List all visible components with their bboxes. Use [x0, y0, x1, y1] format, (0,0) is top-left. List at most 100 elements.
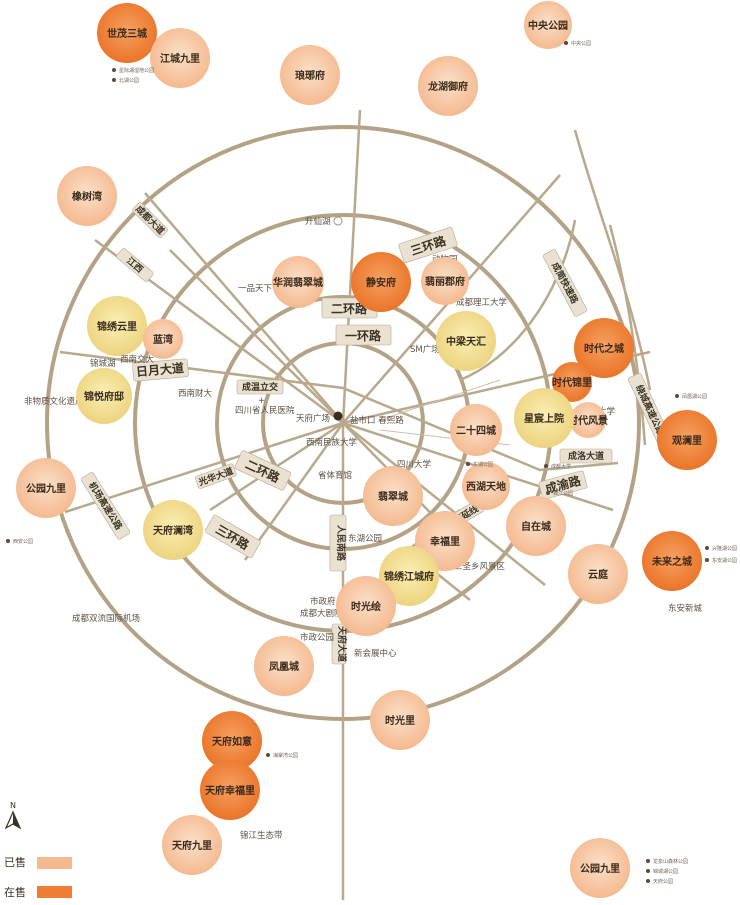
- prop-yunhe[interactable]: 二十四城: [450, 404, 502, 456]
- svg-text:静安府: 静安府: [366, 276, 396, 289]
- park-label: 龙泉山森林公园: [653, 858, 688, 865]
- svg-text:时代之城: 时代之城: [584, 342, 624, 355]
- prop-baizai[interactable]: 自在城: [506, 496, 566, 556]
- prop-shiguang[interactable]: 时光绘: [336, 576, 396, 636]
- poi-sheng-ty: 省体育馆: [318, 470, 352, 481]
- road-label-tianfu: 天府大道: [331, 623, 348, 665]
- park-label: 成都大学: [551, 463, 571, 470]
- road-label-ring3-left: 三环路: [204, 514, 261, 559]
- svg-text:中央公园: 中央公园: [528, 19, 568, 32]
- prop-longhu[interactable]: 龙湖御府: [418, 56, 478, 116]
- park-label: 北湖公园: [119, 77, 139, 84]
- prop-jiangchengjiuli[interactable]: 江城九里: [150, 28, 210, 88]
- svg-text:锦悦府邸: 锦悦府邸: [84, 390, 124, 403]
- legend: 已售 在售: [4, 855, 72, 899]
- svg-text:机场高速公路: 机场高速公路: [86, 480, 125, 533]
- prop-shijing[interactable]: 世茂三城: [97, 3, 157, 63]
- svg-text:橡树湾: 橡树湾: [72, 190, 102, 203]
- poi-xinan-mz: 西南民族大学: [306, 437, 358, 448]
- prop-jinlin[interactable]: 锦绣江城府: [379, 546, 439, 606]
- poi-feiyi: 非物质文化遗产国家公园: [24, 396, 118, 407]
- poi-jinjiang: 锦城湖: [90, 358, 116, 369]
- park-label: 凤凰湖公园: [682, 393, 707, 400]
- svg-text:成都大道: 成都大道: [133, 203, 167, 237]
- prop-shidai-sq[interactable]: 时代风景: [568, 402, 608, 438]
- poi-eco: 锦江生态带: [240, 830, 283, 841]
- prop-mingshuwan[interactable]: 橡树湾: [57, 166, 117, 226]
- prop-guanli[interactable]: 观澜里: [657, 410, 717, 470]
- poi-shizhengfu: 市政府: [310, 596, 336, 607]
- svg-text:天府澜湾: 天府澜湾: [153, 524, 193, 537]
- svg-text:时光绘: 时光绘: [351, 600, 381, 613]
- svg-text:世茂三城: 世茂三城: [107, 27, 147, 40]
- svg-text:人民南路: 人民南路: [335, 524, 347, 562]
- prop-hualuo[interactable]: 华润翡翠城: [272, 256, 324, 308]
- road-label-chengluo: 成洛大道: [559, 448, 613, 464]
- prop-tianfu-sh[interactable]: 天府澜湾: [143, 500, 203, 560]
- prop-yipin[interactable]: 翡丽郡府: [421, 257, 469, 305]
- poi-sansheng: 三圣乡风景区: [454, 562, 506, 572]
- prop-langyafu[interactable]: 琅琊府: [280, 45, 340, 105]
- poi-shizheng-park: 市政公园: [300, 632, 334, 643]
- svg-text:成洛大道: 成洛大道: [568, 450, 604, 462]
- svg-text:翡翠城: 翡翠城: [378, 490, 408, 503]
- prop-lanwan[interactable]: 蓝湾: [143, 319, 183, 359]
- svg-text:翡丽郡府: 翡丽郡府: [425, 275, 465, 288]
- road-label-ring1: 一环路: [335, 324, 392, 346]
- svg-text:华润翡翠城: 华润翡翠城: [273, 276, 323, 289]
- legend-onsale-label: 在售: [4, 885, 26, 899]
- svg-text:时光里: 时光里: [385, 714, 415, 727]
- poi-donghu: 东湖公园: [348, 533, 382, 544]
- prop-fengjing[interactable]: 凤凰城: [254, 636, 314, 696]
- park-label: 中央公园: [571, 40, 591, 47]
- svg-text:西湖天地: 西湖天地: [466, 480, 506, 493]
- legend-sold-swatch: [37, 857, 72, 869]
- svg-text:江城九里: 江城九里: [160, 52, 200, 65]
- svg-text:时代锦里: 时代锦里: [552, 376, 592, 389]
- prop-xinlan[interactable]: 西湖天地: [462, 462, 510, 510]
- poi-airport: 成都双流国际机场: [72, 613, 140, 624]
- prop-yunting[interactable]: 云庭: [568, 544, 628, 604]
- prop-weilai[interactable]: 未来之城: [642, 531, 702, 591]
- prop-feicui[interactable]: 翡翠城: [363, 466, 423, 526]
- svg-text:公园九里: 公园九里: [26, 482, 66, 495]
- prop-eternal[interactable]: 星宸上院: [514, 388, 574, 448]
- prop-gongyuan9[interactable]: 公园九里: [16, 458, 76, 518]
- lake-icon: [333, 216, 343, 226]
- prop-shidai[interactable]: 时代之城: [574, 318, 634, 378]
- prop-zhongyang[interactable]: 中央公园: [524, 1, 572, 49]
- svg-text:天府幸福里: 天府幸福里: [205, 784, 255, 797]
- svg-text:天府九里: 天府九里: [172, 839, 212, 852]
- svg-text:时代风景: 时代风景: [568, 414, 608, 427]
- svg-text:琅琊府: 琅琊府: [295, 69, 325, 82]
- park-label: 锦城湖公园: [653, 868, 678, 875]
- prop-jingan[interactable]: 静安府: [351, 252, 411, 312]
- svg-text:锦绣云里: 锦绣云里: [97, 320, 137, 333]
- prop-shidai-small[interactable]: 时代锦里: [552, 362, 592, 402]
- prop-jinxiu[interactable]: 锦绣云里: [87, 296, 147, 356]
- road-label-renmin: 人民南路: [329, 514, 347, 572]
- svg-text:锦绣江城府: 锦绣江城府: [384, 570, 434, 583]
- prop-shiguangli[interactable]: 时光里: [370, 690, 430, 750]
- prop-tianfu-ls[interactable]: 天府如意: [202, 711, 262, 771]
- poi-dongan: 东安新城: [668, 603, 703, 614]
- svg-text:日月大道: 日月大道: [135, 360, 184, 379]
- prop-gongyuan9b[interactable]: 公园九里: [570, 838, 630, 898]
- park-label: 东安湖公园: [712, 557, 737, 564]
- svg-text:观澜里: 观澜里: [672, 434, 702, 447]
- prop-tianfu-land[interactable]: 天府九里: [162, 815, 222, 875]
- svg-text:天府大道: 天府大道: [336, 626, 348, 662]
- prop-tianfu-jl[interactable]: 天府幸福里: [200, 760, 260, 820]
- prop-jinyuefu[interactable]: 锦悦府邸: [76, 368, 132, 424]
- park-label: 西安公园: [13, 538, 33, 545]
- road-label-west2: 江西: [116, 248, 154, 282]
- svg-text:成温立交: 成温立交: [242, 381, 278, 393]
- legend-onsale-swatch: [37, 886, 72, 898]
- prop-zhongliang[interactable]: 中梁天汇: [436, 311, 496, 371]
- road-label-ring2-left: 二环路: [234, 450, 292, 491]
- road-label-chengwen: 成温立交: [236, 379, 284, 395]
- poi-xinanzhi: 西南财大: [178, 388, 213, 399]
- svg-text:自在城: 自在城: [521, 520, 551, 533]
